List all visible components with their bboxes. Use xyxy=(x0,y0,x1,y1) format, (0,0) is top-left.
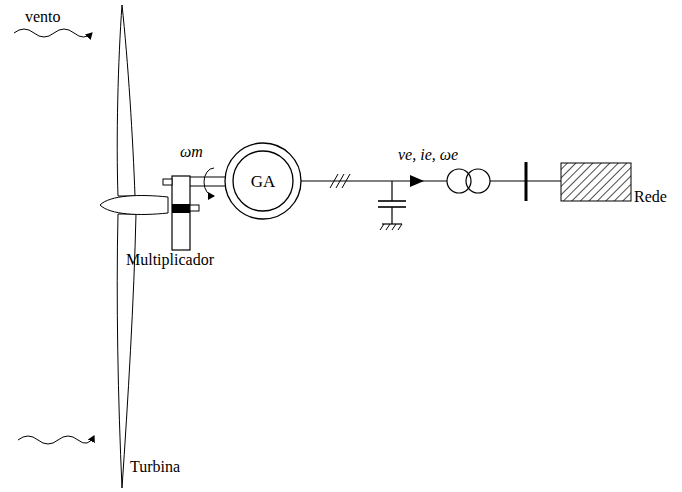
grid-label: Rede xyxy=(634,188,667,206)
generator-label: GA xyxy=(251,173,276,190)
generator-circle: GA xyxy=(224,142,302,220)
wind-label: vento xyxy=(25,8,61,26)
signal-names: ve, ie, ωe xyxy=(398,146,458,164)
gearbox-label: Multiplicador xyxy=(126,251,214,269)
turbine-label: Turbina xyxy=(130,458,180,476)
speed-symbol: ωm xyxy=(180,143,203,161)
